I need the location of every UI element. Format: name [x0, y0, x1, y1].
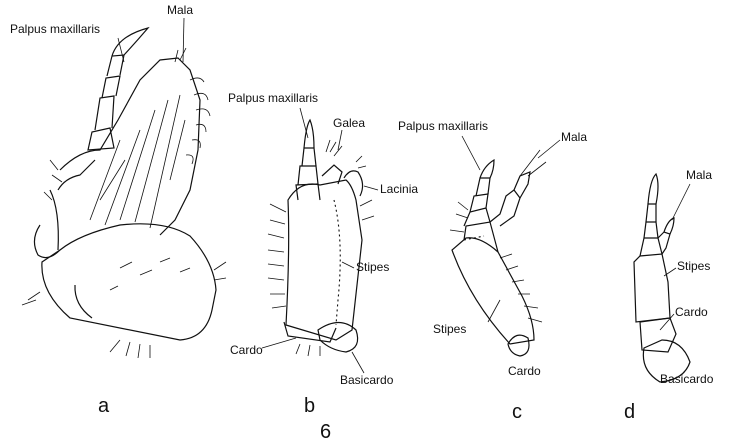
- panel-d-caption: d: [624, 401, 635, 423]
- panel-b-label-cardo: Cardo: [230, 343, 263, 357]
- panel-d-label-basicardo: Basicardo: [660, 372, 714, 386]
- panel-a-label-palpus-maxillaris: Palpus maxillaris: [10, 22, 100, 36]
- panel-d-label-stipes: Stipes: [677, 259, 710, 273]
- panel-c-label-palpus-maxillaris: Palpus maxillaris: [398, 119, 488, 133]
- panel-b-caption: b: [304, 395, 315, 417]
- panel-a-drawing: [22, 28, 226, 358]
- panel-b-label-stipes: Stipes: [356, 260, 389, 274]
- panel-b-label-palpus-maxillaris: Palpus maxillaris: [228, 91, 318, 105]
- panel-c-label-cardo: Cardo: [508, 364, 541, 378]
- panel-c-label-stipes: Stipes: [433, 322, 466, 336]
- panel-b-label-galea: Galea: [333, 116, 365, 130]
- panel-a-caption: a: [98, 395, 110, 417]
- panel-d-label-cardo: Cardo: [675, 305, 708, 319]
- panel-b-label-basicardo: Basicardo: [340, 373, 394, 387]
- panel-d-drawing: [634, 174, 690, 382]
- figure-number: 6: [320, 421, 331, 442]
- panel-a-label-mala: Mala: [167, 3, 193, 17]
- panel-c-caption: c: [512, 401, 522, 423]
- panel-d-label-mala: Mala: [686, 168, 712, 182]
- panel-b-label-lacinia: Lacinia: [380, 182, 418, 196]
- panel-b-drawing: [268, 120, 374, 356]
- panel-c-label-mala: Mala: [561, 130, 587, 144]
